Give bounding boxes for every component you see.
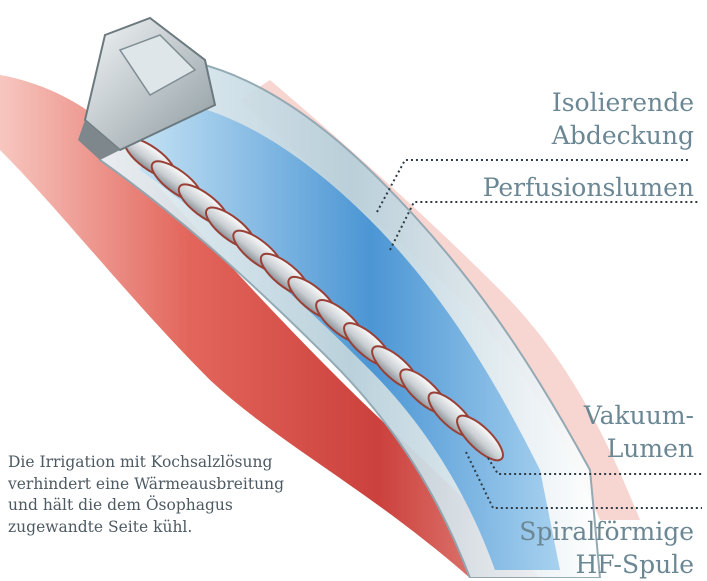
label-perfusion-lumen: Perfusionslumen [483,171,694,204]
label-insulating-cover: Isolierende Abdeckung [552,86,694,152]
label-vacuum-lumen-line2: Lumen [584,432,694,465]
label-spiral-coil-line2: HF-Spule [519,548,694,581]
label-insulating-cover-line2: Abdeckung [552,119,694,152]
label-perfusion-lumen-text: Perfusionslumen [483,171,694,204]
label-spiral-coil: Spiralförmige HF-Spule [519,515,694,581]
label-vacuum-lumen: Vakuum- Lumen [584,399,694,465]
label-vacuum-lumen-line1: Vakuum- [584,399,694,432]
label-insulating-cover-line1: Isolierende [552,86,694,119]
caption-text: Die Irrigation mit Kochsalzlösung verhin… [8,452,308,538]
label-spiral-coil-line1: Spiralförmige [519,515,694,548]
